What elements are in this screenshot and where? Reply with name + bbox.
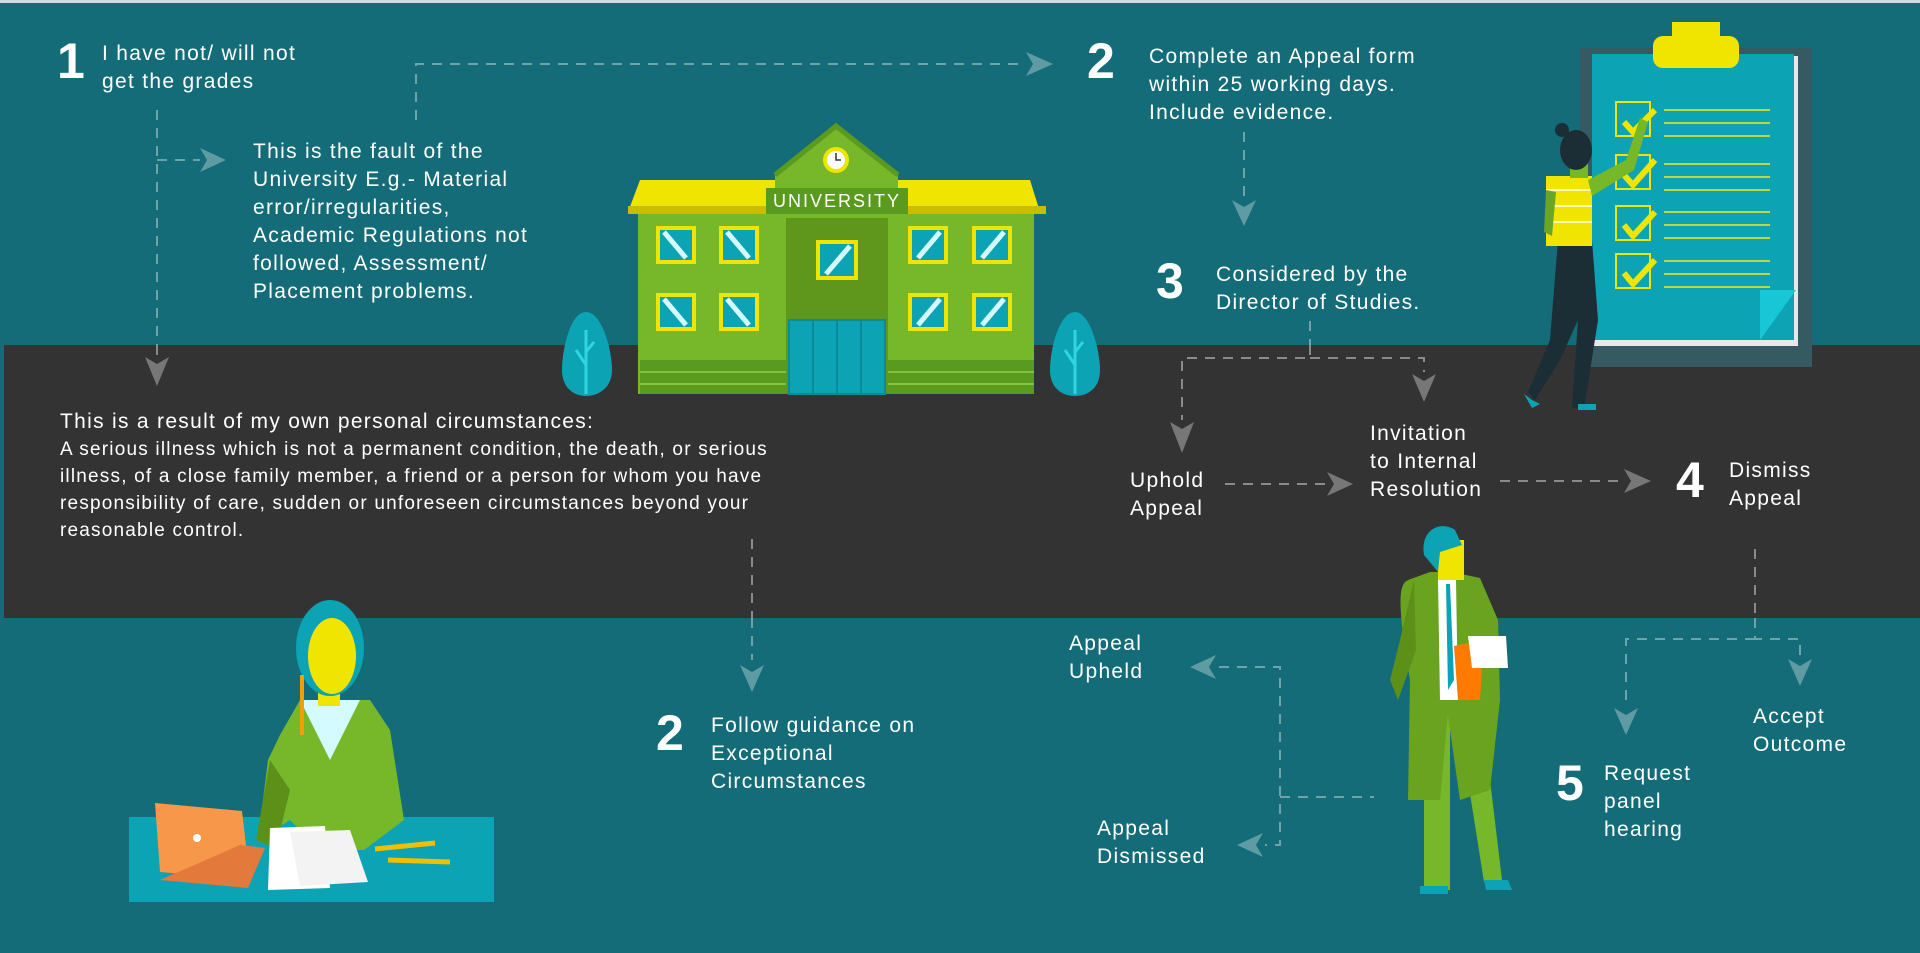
text-line: Accept <box>1753 705 1825 728</box>
text-line: Resolution <box>1370 478 1483 501</box>
text-line: Academic Regulations not <box>253 224 529 247</box>
tree-left <box>562 312 612 396</box>
step-5-text: Request panel hearing <box>1604 760 1691 844</box>
uphold-appeal-text: Uphold Appeal <box>1130 467 1204 523</box>
top-border <box>0 0 1920 3</box>
text-line: Complete an Appeal form <box>1149 45 1416 68</box>
text-line: Appeal <box>1097 817 1171 840</box>
woman-figure <box>1524 118 1648 410</box>
step-2-number: 2 <box>1087 33 1115 89</box>
text-line: Placement problems. <box>253 280 475 303</box>
text-line: Dismiss <box>1729 459 1812 482</box>
text-line: hearing <box>1604 818 1684 841</box>
text-line: Include evidence. <box>1149 101 1335 124</box>
step-4-number: 4 <box>1676 452 1704 508</box>
text-line: within 25 working days. <box>1149 73 1397 96</box>
connectors-dark <box>156 345 1756 618</box>
text-line: Dismissed <box>1097 845 1206 868</box>
text-line: Outcome <box>1753 733 1848 756</box>
text-line: get the grades <box>102 70 255 93</box>
step-2-text: Complete an Appeal form within 25 workin… <box>1149 43 1416 127</box>
text-line: error/irregularities, <box>253 196 451 219</box>
text-line: Director of Studies. <box>1216 291 1421 314</box>
text-line: I have not/ will not <box>102 42 297 65</box>
university-sign: UNIVERSITY <box>772 191 902 211</box>
accept-outcome-text: Accept Outcome <box>1753 703 1847 759</box>
arrow-down-icon <box>1788 659 1812 686</box>
arrow-down-icon <box>1170 422 1194 453</box>
text-line: Appeal <box>1069 632 1143 655</box>
text-line: University E.g.- Material <box>253 168 509 191</box>
text-line: responsibility of care, sudden or unfore… <box>60 493 750 514</box>
text-line: illness, of a close family member, a fri… <box>60 466 763 487</box>
arrowheads-dark <box>145 357 1651 496</box>
text-line: Follow guidance on <box>711 714 916 737</box>
exceptional-step-number: 2 <box>656 705 684 761</box>
arrow-right-icon <box>200 148 226 172</box>
arrow-down-icon <box>1412 374 1436 402</box>
step-4-text: Dismiss Appeal <box>1729 457 1812 513</box>
tree-right <box>1050 312 1100 396</box>
text-line: to Internal <box>1370 450 1478 473</box>
arrow-right-icon <box>1624 469 1651 493</box>
university-fault-text: This is the fault of the University E.g.… <box>253 138 528 306</box>
step-5-number: 5 <box>1556 755 1584 811</box>
step-3-text: Considered by the Director of Studies. <box>1216 261 1421 317</box>
internal-resolution-text: Invitation to Internal Resolution <box>1370 420 1482 504</box>
step-1-text: I have not/ will not get the grades <box>102 40 296 96</box>
arrowheads-teal <box>200 52 1812 857</box>
text-line: Circumstances <box>711 770 867 793</box>
windows <box>656 226 1012 331</box>
text-line: followed, Assessment/ <box>253 252 489 275</box>
woman-at-desk <box>129 600 494 902</box>
text-line: panel <box>1604 790 1662 813</box>
text-line: Uphold <box>1130 469 1205 492</box>
personal-circumstances-text: This is a result of my own personal circ… <box>60 408 768 544</box>
arrow-right-icon <box>1026 52 1053 76</box>
appeal-dismissed-text: Appeal Dismissed <box>1097 815 1206 871</box>
connectors-teal <box>156 63 1801 846</box>
text-line: A serious illness which is not a permane… <box>60 439 768 460</box>
arrow-down-icon <box>740 665 764 692</box>
arrow-left-icon <box>1190 655 1216 679</box>
text-line: Upheld <box>1069 660 1144 683</box>
arrow-down-icon <box>1232 200 1256 226</box>
arrow-right-icon <box>1327 472 1353 496</box>
arrow-down-icon <box>1614 708 1638 735</box>
man-figure <box>1390 526 1512 894</box>
step-1-number: 1 <box>57 33 85 89</box>
clipboard-illustration <box>1580 22 1812 367</box>
step-3-number: 3 <box>1156 253 1184 309</box>
arrow-down-icon <box>145 357 169 386</box>
text-line: This is the fault of the <box>253 140 484 163</box>
text-line: Request <box>1604 762 1692 785</box>
text-line: Appeal <box>1130 497 1204 520</box>
arrow-left-icon <box>1237 833 1263 857</box>
text-line: reasonable control. <box>60 520 245 541</box>
personal-heading: This is a result of my own personal circ… <box>60 410 595 433</box>
university-building <box>628 122 1046 395</box>
text-line: Invitation <box>1370 422 1468 445</box>
text-line: Considered by the <box>1216 263 1409 286</box>
exceptional-circumstances-text: Follow guidance on Exceptional Circumsta… <box>711 712 915 796</box>
appeal-upheld-text: Appeal Upheld <box>1069 630 1143 686</box>
text-line: Exceptional <box>711 742 834 765</box>
text-line: Appeal <box>1729 487 1803 510</box>
